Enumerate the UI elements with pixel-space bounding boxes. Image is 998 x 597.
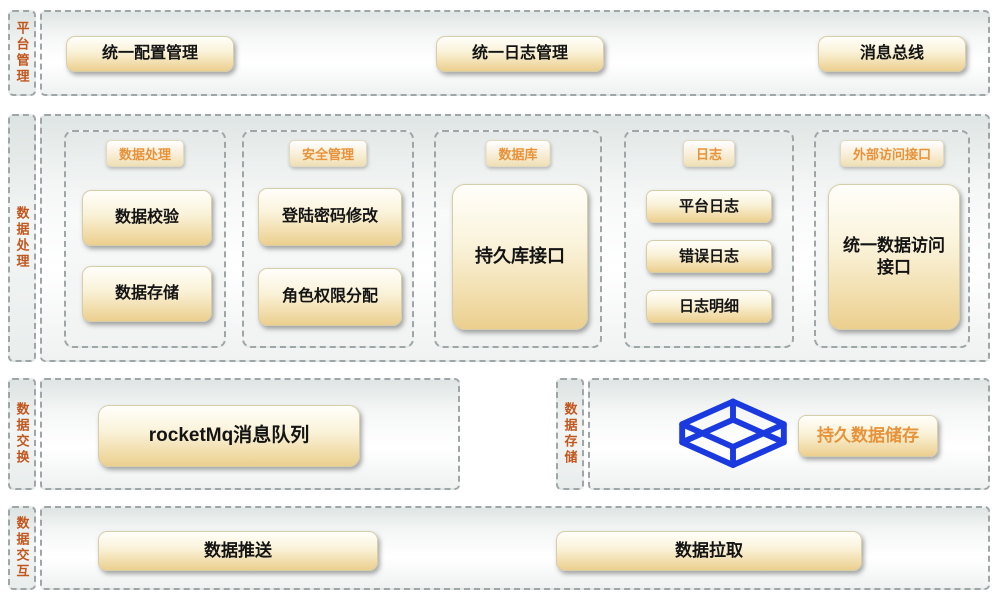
interaction-panel: 数据推送 数据拉取 (40, 506, 990, 590)
group-data-processing: 数据处理 数据校验 数据存储 (64, 130, 226, 348)
node-persistent-db-interface: 持久库接口 (452, 184, 588, 330)
node-unified-config-mgmt: 统一配置管理 (66, 36, 234, 72)
node-role-permission-assign: 角色权限分配 (258, 268, 402, 326)
processing-label: 数据处理 (14, 206, 30, 270)
node-rocketmq-queue: rocketMq消息队列 (98, 405, 360, 467)
processing-panel: 数据处理 数据校验 数据存储 安全管理 登陆密码修改 角色权限分配 数据库 持久… (40, 114, 990, 362)
group-database-title: 数据库 (485, 140, 551, 167)
group-data-processing-title: 数据处理 (105, 140, 185, 167)
group-logs-title: 日志 (682, 140, 736, 167)
interaction-label-box: 数据交互 (8, 506, 36, 590)
group-security-mgmt: 安全管理 登陆密码修改 角色权限分配 (242, 130, 414, 348)
node-data-pull: 数据拉取 (556, 531, 862, 571)
group-logs: 日志 平台日志 错误日志 日志明细 (624, 130, 794, 348)
node-message-bus: 消息总线 (818, 36, 966, 72)
node-log-detail: 日志明细 (646, 290, 772, 323)
group-security-mgmt-title: 安全管理 (288, 140, 368, 167)
node-unified-log-mgmt: 统一日志管理 (436, 36, 604, 72)
group-external-access: 外部访问接口 统一数据访问接口 (814, 130, 970, 348)
node-data-storage: 数据存储 (82, 266, 212, 322)
node-data-validation: 数据校验 (82, 190, 212, 246)
storage-panel: 持久数据储存 (588, 378, 990, 490)
processing-label-box: 数据处理 (8, 114, 36, 362)
node-platform-log: 平台日志 (646, 190, 772, 223)
exchange-panel: rocketMq消息队列 (40, 378, 460, 490)
node-data-push: 数据推送 (98, 531, 378, 571)
node-unified-data-access-interface: 统一数据访问接口 (828, 184, 960, 330)
cube-wireframe-icon (674, 396, 792, 476)
node-error-log: 错误日志 (646, 240, 772, 273)
interaction-label: 数据交互 (14, 516, 30, 580)
node-persistent-data-storage: 持久数据储存 (798, 415, 938, 457)
storage-label: 数据存储 (562, 402, 578, 466)
exchange-label: 数据交换 (14, 402, 30, 466)
platform-label: 平台管理 (14, 21, 30, 85)
node-login-password-change: 登陆密码修改 (258, 188, 402, 246)
group-external-access-title: 外部访问接口 (839, 140, 945, 167)
storage-label-box: 数据存储 (556, 378, 584, 490)
exchange-label-box: 数据交换 (8, 378, 36, 490)
platform-panel: 统一配置管理 统一日志管理 消息总线 (40, 10, 990, 96)
platform-label-box: 平台管理 (8, 10, 36, 96)
group-database: 数据库 持久库接口 (434, 130, 602, 348)
